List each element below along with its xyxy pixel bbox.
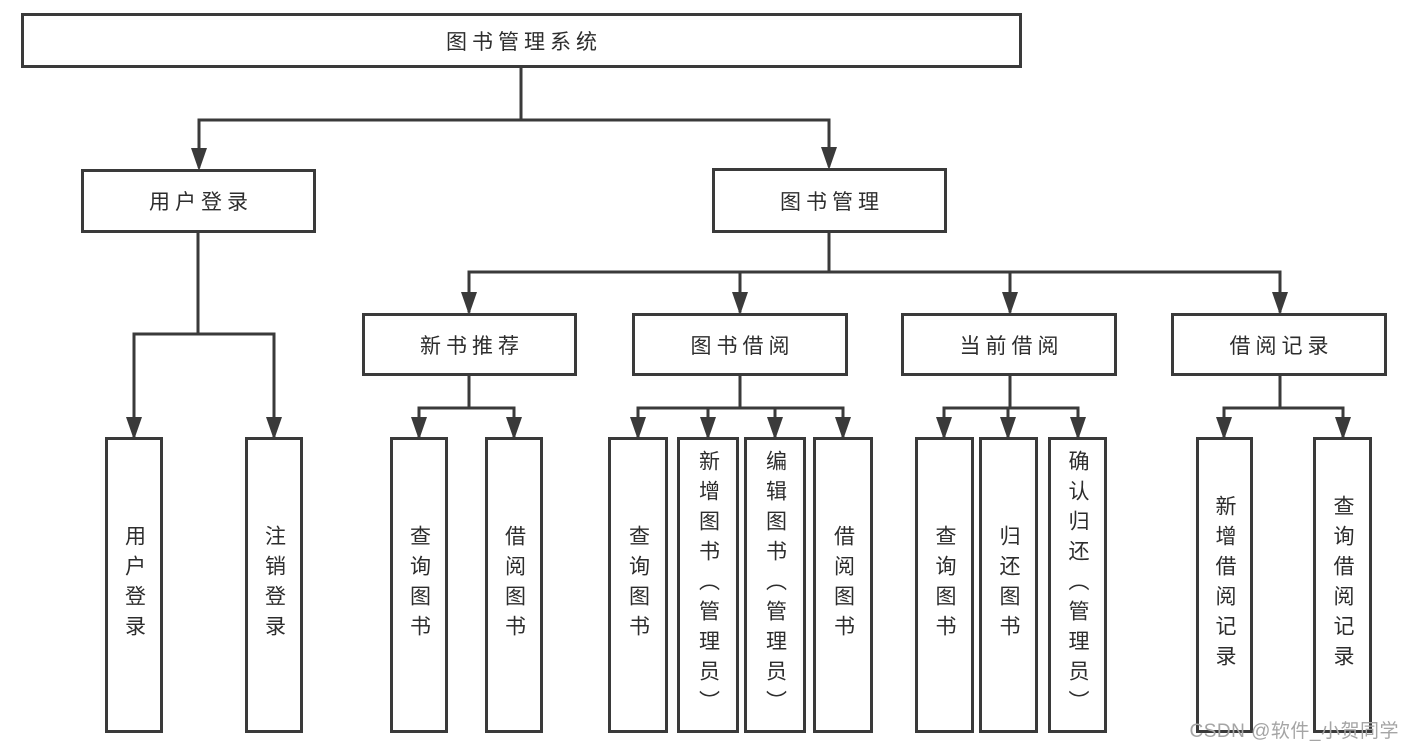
node-label: 查询图书 xyxy=(626,525,650,645)
node-borrowing-records: 借阅记录 xyxy=(1171,313,1387,376)
node-book-borrowing: 图书借阅 xyxy=(632,313,848,376)
leaf-query-books-current: 查询图书 xyxy=(915,437,974,733)
leaf-query-books-borrow: 查询图书 xyxy=(608,437,668,733)
leaf-query-borrow-record: 查询借阅记录 xyxy=(1313,437,1372,733)
node-label: 图书管理系统 xyxy=(446,30,602,54)
watermark: CSDN @软件_小贺同学 xyxy=(1189,721,1399,742)
node-label: 借阅图书 xyxy=(831,525,855,645)
node-label: 图书管理 xyxy=(780,190,884,214)
leaf-logout-login: 注销登录 xyxy=(245,437,303,733)
leaf-edit-books-admin: 编辑图书（管理员） xyxy=(744,437,806,733)
leaf-borrow-books-recommend: 借阅图书 xyxy=(485,437,543,733)
connector-newbook-to-leaves xyxy=(417,375,516,438)
connector-userlogin-to-leaves xyxy=(132,231,276,438)
connector-bookmgmt-to-level3 xyxy=(467,231,1282,313)
node-label: 新增图书（管理员） xyxy=(696,450,720,720)
node-label: 图书借阅 xyxy=(690,334,795,358)
node-label: 查询借阅记录 xyxy=(1331,495,1354,675)
node-label: 查询图书 xyxy=(407,525,431,645)
node-label: 用户登录 xyxy=(149,191,253,214)
arrow-icon xyxy=(821,147,837,170)
node-label: 编辑图书（管理员） xyxy=(763,450,787,720)
connector-bookborrow-to-leaves xyxy=(636,375,845,438)
leaf-user-login: 用户登录 xyxy=(105,437,163,733)
arrow-icon xyxy=(461,292,477,315)
node-current-borrowing: 当前借阅 xyxy=(901,313,1117,376)
leaf-confirm-return-admin: 确认归还（管理员） xyxy=(1048,437,1107,733)
connector-root-to-level2 xyxy=(197,65,831,168)
leaf-borrow-books-borrow: 借阅图书 xyxy=(813,437,873,733)
node-library-management-system: 图书管理系统 xyxy=(21,13,1022,68)
node-label: 用户登录 xyxy=(122,525,146,645)
leaf-query-books-recommend: 查询图书 xyxy=(390,437,448,733)
connector-borrowrecords-to-leaves xyxy=(1222,375,1345,438)
node-book-management: 图书管理 xyxy=(712,168,947,233)
arrow-icon xyxy=(1272,292,1288,315)
arrow-icon xyxy=(732,292,748,315)
node-label: 查询图书 xyxy=(933,525,956,645)
node-label: 注销登录 xyxy=(262,525,286,645)
connector-currentborrow-to-leaves xyxy=(942,375,1080,438)
node-label: 归还图书 xyxy=(997,525,1020,645)
arrow-icon xyxy=(1002,292,1018,315)
node-user-login: 用户登录 xyxy=(81,169,316,233)
node-label: 新增借阅记录 xyxy=(1213,495,1236,675)
leaf-add-books-admin: 新增图书（管理员） xyxy=(677,437,739,733)
leaf-return-books: 归还图书 xyxy=(979,437,1038,733)
node-label: 当前借阅 xyxy=(959,334,1064,358)
node-label: 借阅图书 xyxy=(502,525,526,645)
arrow-icon xyxy=(191,148,207,171)
node-new-book-recommendation: 新书推荐 xyxy=(362,313,577,376)
node-label: 新书推荐 xyxy=(420,334,524,358)
node-label: 确认归还（管理员） xyxy=(1066,450,1089,720)
node-label: 借阅记录 xyxy=(1229,334,1334,358)
leaf-add-borrow-record: 新增借阅记录 xyxy=(1196,437,1253,733)
